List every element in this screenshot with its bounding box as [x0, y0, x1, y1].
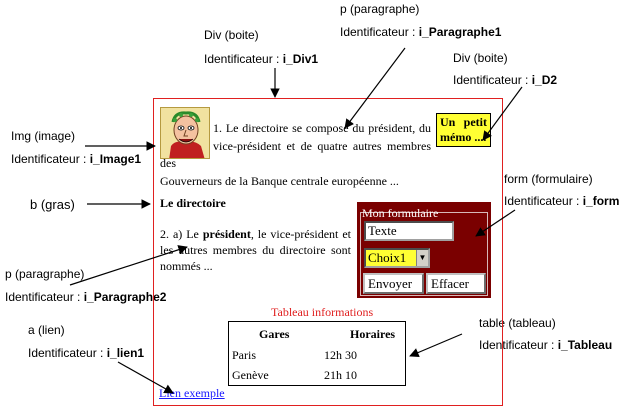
div1-id-prefix: Identificateur : [204, 52, 283, 66]
paragraphe2-bold: président [202, 227, 251, 241]
clear-button[interactable]: Effacer [426, 273, 486, 294]
table-header-horaires: Horaires [350, 327, 396, 341]
form-id-value: i_form [582, 194, 620, 208]
d2-id-label: Identificateur : i_D2 [453, 73, 557, 87]
image1-id-prefix: Identificateur : [11, 152, 90, 166]
form-title: Mon formulaire [362, 206, 439, 220]
chevron-down-icon[interactable]: ▼ [416, 250, 428, 266]
lien1-id-label: Identificateur : i_lien1 [28, 346, 144, 360]
div1-type-label: Div (boite) [204, 28, 259, 42]
table-header-gares: Gares [259, 327, 290, 341]
table-cell-time-1: 12h 30 [324, 348, 357, 362]
paragraphe2-id-value: i_Paragraphe2 [83, 290, 167, 304]
div1-id-value: i_Div1 [282, 52, 319, 66]
image1-id-value: i_Image1 [89, 152, 142, 166]
tableau-id-prefix: Identificateur : [479, 338, 558, 352]
paragraphe1-type-label: p (paragraphe) [340, 2, 420, 16]
tableau-id-value: i_Tableau [557, 338, 613, 352]
caesar-portrait-image [160, 107, 210, 159]
gras-type-label: b (gras) [30, 197, 75, 212]
paragraphe1-image-gap [160, 120, 213, 154]
lien1-id-value: i_lien1 [106, 346, 145, 360]
send-button[interactable]: Envoyer [363, 273, 424, 294]
form-type-label: form (formulaire) [504, 172, 593, 186]
memo-box: Un petit mémo .... [436, 113, 491, 147]
d2-id-value: i_D2 [531, 73, 558, 87]
form-id-prefix: Identificateur : [504, 194, 583, 208]
info-table [228, 321, 406, 386]
table-caption: Tableau informations [271, 305, 374, 319]
form-fieldset [360, 212, 488, 296]
form-id-label: Identificateur : i_form [504, 194, 619, 208]
table-cell-time-2: 21h 10 [324, 368, 357, 382]
lien1-type-label: a (lien) [28, 323, 65, 337]
paragraphe1-line-1: 1. Le directoire se compose du [213, 121, 365, 135]
paragraphe2-start: 2. a) Le [160, 227, 203, 241]
tableau-id-label: Identificateur : i_Tableau [479, 338, 612, 352]
image1-id-label: Identificateur : i_Image1 [11, 152, 141, 166]
table-cell-station-2: Genève [232, 368, 269, 382]
text-input[interactable]: Texte [364, 221, 454, 241]
paragraphe1: 1. Le directoire se compose du président… [160, 120, 431, 190]
lien1-id-prefix: Identificateur : [28, 346, 107, 360]
paragraphe1-line-4: Gouverneurs de la Banque centrale europé… [160, 173, 399, 188]
example-link[interactable]: Lien exemple [159, 386, 225, 400]
paragraphe2-id-prefix: Identificateur : [5, 290, 84, 304]
paragraphe1-id-prefix: Identificateur : [340, 25, 419, 39]
paragraphe1-id-value: i_Paragraphe1 [418, 25, 502, 39]
paragraphe1-id-label: Identificateur : i_Paragraphe1 [340, 25, 501, 39]
div1-id-label: Identificateur : i_Div1 [204, 52, 318, 66]
image1-type-label: Img (image) [11, 129, 76, 143]
tableau-type-label: table (tableau) [479, 316, 556, 330]
choice-select[interactable]: Choix1 [364, 248, 430, 268]
bold-heading: Le directoire [160, 196, 226, 210]
paragraphe2: 2. a) Le président, le vice-président et… [160, 226, 351, 274]
portrait-illustration [161, 108, 209, 158]
paragraphe2-id-label: Identificateur : i_Paragraphe2 [5, 290, 166, 304]
d2-id-prefix: Identificateur : [453, 73, 532, 87]
table-cell-station-1: Paris [232, 348, 256, 362]
paragraphe2-type-label: p (paragraphe) [5, 267, 85, 281]
d2-type-label: Div (boite) [453, 51, 508, 65]
paragraphe1-line-3: quatre autres membres des [160, 138, 431, 171]
